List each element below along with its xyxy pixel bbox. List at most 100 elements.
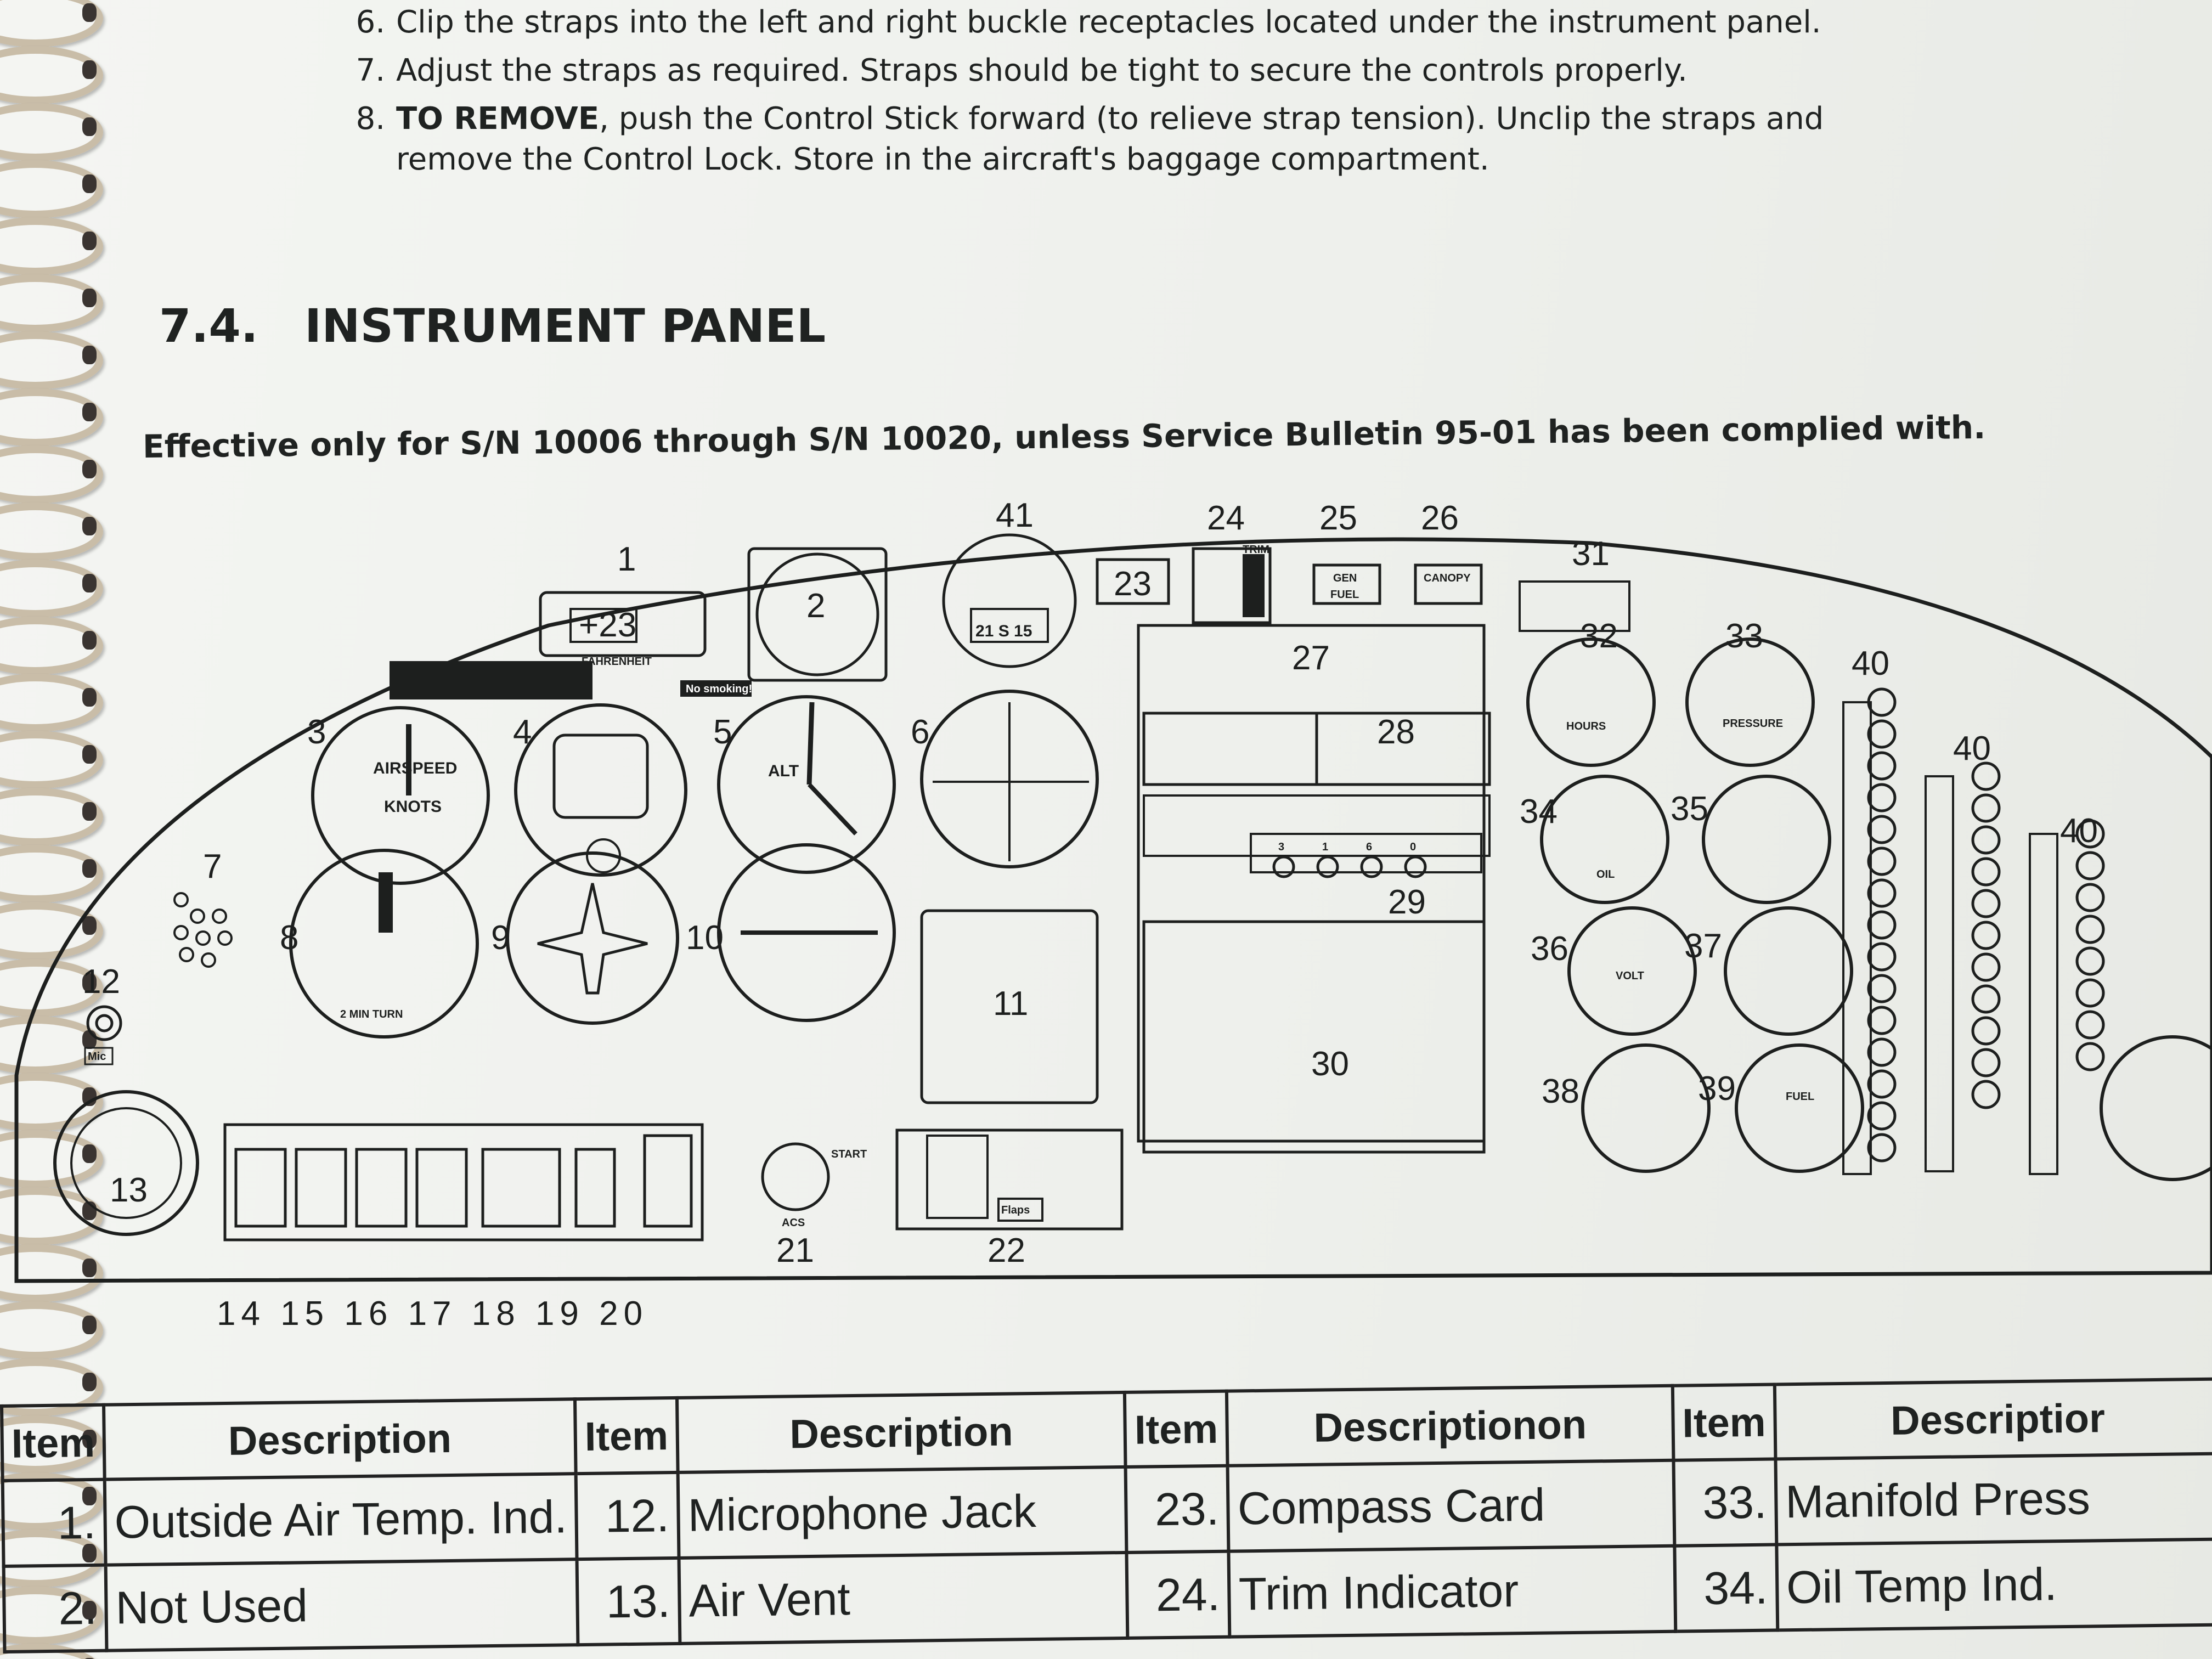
microphone-jack: Mic [84,1005,122,1065]
circuit-breaker [2075,946,2105,976]
step-bold-text: TO REMOVE [396,101,600,137]
step-number: 8. [356,101,385,137]
oat-unit: FAHRENHEIT [582,656,652,668]
air-vent-left [53,1090,199,1236]
trim-indicator: TRIM [1192,544,1272,624]
spiral-binding [0,0,110,1659]
flaps-control: Flaps [895,1128,1124,1231]
circuit-breaker [1971,1080,2001,1109]
binding-hole [82,859,97,878]
acs-label: ACS [782,1217,805,1229]
binding-hole [82,403,97,421]
binding-hole [82,1030,97,1049]
callout-9: 9 [491,919,510,957]
circuit-breaker [1867,910,1897,940]
callout-21: 21 [776,1232,814,1269]
item-description: Trim Indicator [1228,1545,1676,1637]
callout-40: 40 [1852,645,1889,682]
circuit-breaker [1971,857,2001,887]
callout-8: 8 [280,919,298,957]
fuel-label: FUEL [1786,1091,1814,1103]
callouts: 1 2 3 4 5 6 7 8 9 10 11 12 13 21 22 23 2… [82,496,2098,1333]
binding-hole [82,517,97,535]
binding-hole [82,1487,97,1505]
callout-11: 11 [993,985,1028,1023]
course-indicator [920,690,1099,868]
item-description: Compass Card [1227,1460,1675,1551]
item-column-header: Item [2,1404,105,1481]
altimeter: ALT [717,695,896,874]
item-number: 23. [1125,1465,1229,1553]
circuit-breaker-panel [1842,701,2058,1175]
start-label: START [831,1148,867,1160]
item-number: 34. [1674,1544,1778,1632]
binding-hole [82,973,97,992]
binding-hole [82,1658,97,1659]
callout-5: 5 [713,713,732,751]
compass: 21 S 15 [942,533,1077,668]
callout-32: 32 [1580,617,1618,655]
step-text: Adjust the straps as required. Straps sh… [396,53,1688,88]
circuit-breaker [2075,1042,2105,1071]
callout-24: 24 [1207,499,1245,537]
callout-4: 4 [513,713,532,751]
item-column-header: Item [574,1397,678,1474]
binding-hole [82,688,97,707]
binding-hole [82,574,97,592]
binding-hole [82,802,97,821]
callout-28: 28 [1377,713,1415,751]
callout-36: 36 [1531,930,1568,968]
callout-33: 33 [1725,617,1763,655]
engine-gauges: HOURS PRESSURE OIL VOLT FUEL [1519,580,1864,1173]
xpdr-digit: 1 [1322,841,1328,853]
circuit-breaker [1867,1037,1897,1067]
air-vent-right [2100,1035,2212,1181]
xpdr-digit: 6 [1366,841,1372,853]
no-smoking-placard [680,680,752,697]
callout-40: 40 [1953,730,1991,768]
circuit-breaker [1867,719,1897,749]
binding-hole [82,460,97,478]
fuel-button-label: FUEL [1330,589,1359,601]
binding-hole [82,1259,97,1277]
turn-coordinator: 2 MIN TURN [289,849,479,1039]
item-description: Microphone Jack [678,1466,1127,1558]
binding-hole [82,916,97,935]
item-column-header: Item [1672,1384,1776,1460]
callout-38: 38 [1542,1073,1579,1110]
placard [390,661,592,699]
callout-10: 10 [686,919,724,957]
callout-6: 6 [911,713,929,751]
speaker-grille [173,892,233,968]
item-description-table: Item Description Item Description Item D… [0,1378,2212,1654]
callout-41: 41 [996,496,1034,534]
circuit-breaker [1867,815,1897,844]
item-number: 1. [2,1479,106,1566]
circuit-breaker [1867,1101,1897,1131]
knots-label: KNOTS [384,798,442,816]
circuit-breaker [1971,1016,2001,1046]
circuit-breaker [1867,942,1897,972]
section-title: INSTRUMENT PANEL [304,299,826,353]
section-heading: 7.4.INSTRUMENT PANEL [159,299,826,353]
volt-label: VOLT [1616,970,1644,982]
circuit-breaker [1971,793,2001,823]
no-smoking-label: No smoking! [686,683,752,695]
flaps-label: Flaps [1001,1204,1030,1216]
description-column-header: Descriptionon [1227,1385,1674,1466]
trim-label: TRIM [1243,544,1269,556]
step-6: 6.Clip the straps into the left and righ… [335,0,1821,45]
circuit-breaker [1867,1006,1897,1035]
circuit-breakers [1867,687,2105,1163]
alt-label: ALT [768,762,799,780]
item-number: 33. [1673,1459,1777,1546]
circuit-breaker [1867,1069,1897,1099]
circuit-breaker [1867,847,1897,876]
callout-7: 7 [203,848,222,885]
attitude-indicator [514,703,687,877]
binding-hole [82,631,97,650]
binding-hole [82,745,97,764]
binding-hole [82,1144,97,1163]
binding-hole [82,289,97,307]
